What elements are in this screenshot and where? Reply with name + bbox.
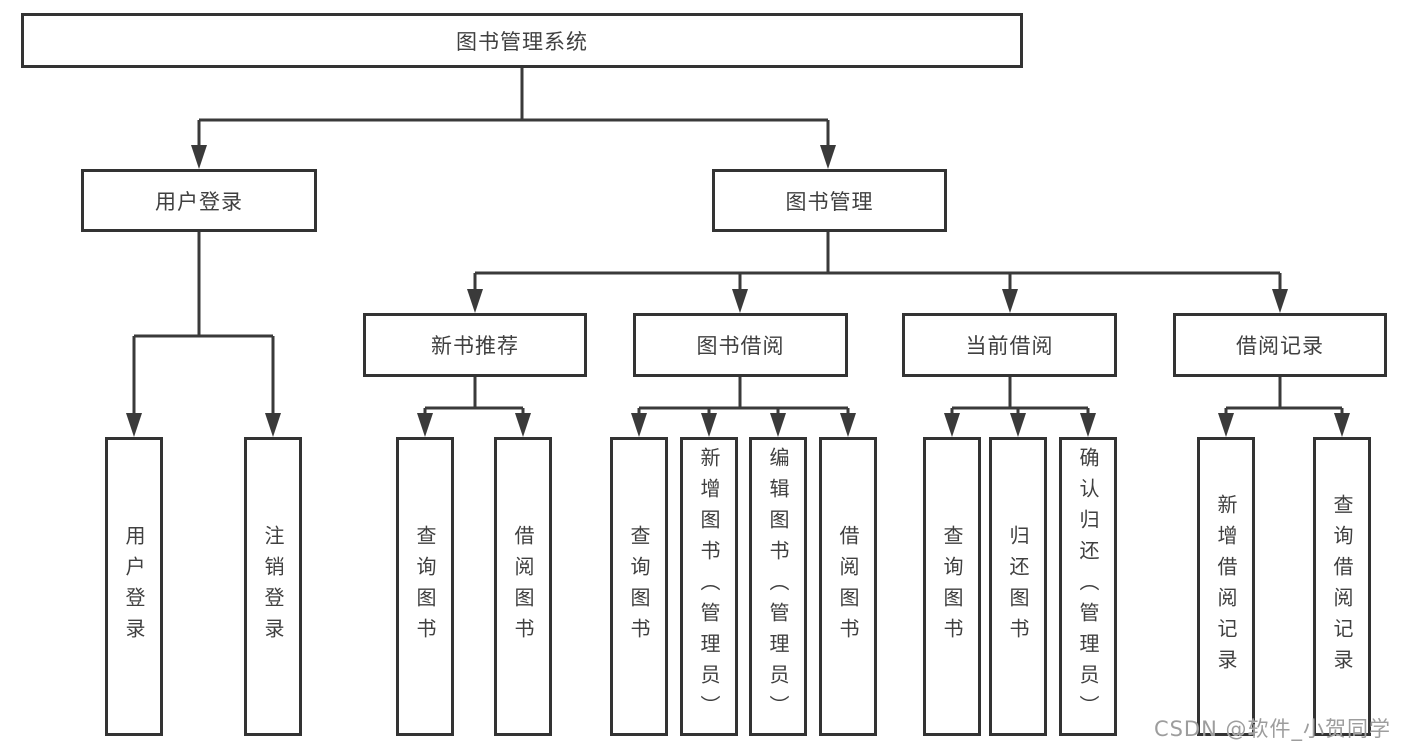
leaf-query-book-recommend: 查询图书 [396, 437, 454, 736]
leaf-label: 注销登录 [261, 524, 285, 649]
leaf-borrow-book-recommend: 借阅图书 [494, 437, 552, 736]
leaf-label: 借阅图书 [511, 524, 535, 649]
node-book-management: 图书管理 [712, 169, 947, 232]
node-borrow-record: 借阅记录 [1173, 313, 1387, 377]
leaf-label: 编辑图书（管理员） [766, 447, 790, 726]
node-label: 图书管理 [785, 189, 874, 214]
leaf-logout-login: 注销登录 [244, 437, 302, 736]
node-label: 新书推荐 [431, 334, 519, 358]
leaf-borrow-book: 借阅图书 [819, 437, 877, 736]
leaf-add-book-admin: 新增图书（管理员） [680, 437, 738, 736]
leaf-label: 查询图书 [413, 524, 437, 649]
node-label: 图书管理系统 [456, 29, 588, 54]
node-book-borrow: 图书借阅 [633, 313, 848, 377]
leaf-label: 新增借阅记录 [1214, 493, 1238, 680]
leaf-label: 借阅图书 [836, 524, 860, 649]
leaf-label: 查询图书 [940, 524, 964, 649]
node-library-management-system: 图书管理系统 [21, 13, 1023, 68]
node-label: 借阅记录 [1236, 334, 1324, 358]
leaf-label: 查询图书 [627, 524, 651, 649]
leaf-label: 新增图书（管理员） [697, 447, 721, 726]
leaf-label: 归还图书 [1006, 524, 1030, 649]
node-current-borrow: 当前借阅 [902, 313, 1117, 377]
leaf-label: 用户登录 [122, 524, 146, 649]
leaf-confirm-return-admin: 确认归还（管理员） [1059, 437, 1117, 736]
node-label: 用户登录 [155, 189, 243, 214]
leaf-query-book-borrow: 查询图书 [610, 437, 668, 736]
leaf-label: 确认归还（管理员） [1076, 447, 1100, 726]
leaf-query-borrow-record: 查询借阅记录 [1313, 437, 1371, 736]
csdn-watermark: CSDN @软件_小贺同学 [1153, 717, 1391, 741]
node-user-login: 用户登录 [81, 169, 317, 232]
leaf-user-login: 用户登录 [105, 437, 163, 736]
leaf-edit-book-admin: 编辑图书（管理员） [749, 437, 807, 736]
leaf-query-book-current: 查询图书 [923, 437, 981, 736]
leaf-label: 查询借阅记录 [1330, 493, 1354, 680]
leaf-return-book: 归还图书 [989, 437, 1047, 736]
leaf-add-borrow-record: 新增借阅记录 [1197, 437, 1255, 736]
node-label: 图书借阅 [696, 334, 785, 358]
node-new-book-recommend: 新书推荐 [363, 313, 587, 377]
node-label: 当前借阅 [965, 334, 1054, 358]
